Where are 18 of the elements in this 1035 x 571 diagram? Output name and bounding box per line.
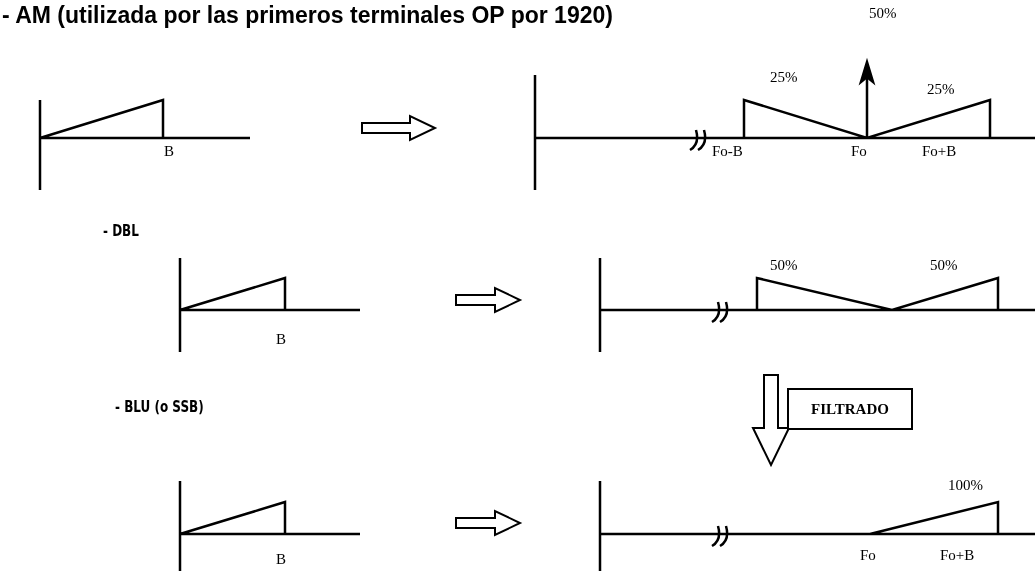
axis-label: Fo+B	[940, 548, 975, 563]
percentage-label: 50%	[869, 6, 897, 21]
percentage-label: 100%	[948, 478, 983, 493]
axis-label: B	[164, 144, 174, 159]
section-heading: - DBL	[103, 224, 139, 239]
title: - AM (utilizada por las primeros terminales OP por 1920)	[2, 4, 613, 27]
axis-label: Fo-B	[712, 144, 743, 159]
percentage-label: 50%	[770, 258, 798, 273]
process-box: FILTRADO	[787, 388, 913, 430]
axis-label: B	[276, 552, 286, 567]
axis-label: Fo	[851, 144, 867, 159]
percentage-label: 25%	[770, 70, 798, 85]
axis-label: Fo	[860, 548, 876, 563]
section-heading: - BLU (o SSB)	[115, 400, 204, 415]
percentage-label: 25%	[927, 82, 955, 97]
axis-label: Fo+B	[922, 144, 957, 159]
percentage-label: 50%	[930, 258, 958, 273]
axis-label: B	[276, 332, 286, 347]
